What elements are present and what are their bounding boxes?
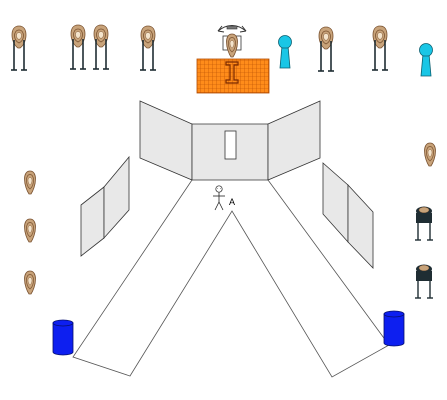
- left-wall: [80, 155, 130, 257]
- target: [424, 142, 436, 167]
- barrel-icon: [52, 319, 74, 356]
- target-with-stand: [69, 24, 87, 70]
- popper-icon: [278, 35, 292, 69]
- swinging-mover-icon: [196, 25, 270, 94]
- target: [24, 218, 36, 243]
- target-with-stand: [139, 25, 157, 71]
- target: [24, 170, 36, 195]
- popper-icon: [419, 43, 433, 77]
- steel-plate-on-stand-icon: [415, 264, 433, 299]
- target: [24, 270, 36, 295]
- right-wall: [322, 162, 374, 269]
- center-wall: [139, 100, 321, 181]
- swing-arrow-icon: [217, 25, 247, 32]
- shooter-label: A: [229, 197, 235, 207]
- steel-plate-on-stand-icon: [415, 206, 433, 241]
- stick-figure-icon: [213, 185, 225, 211]
- target-with-stand: [317, 26, 335, 72]
- target-with-stand: [371, 25, 389, 71]
- port-window: [224, 130, 237, 160]
- target-with-stand: [92, 24, 110, 70]
- target-with-stand: [10, 25, 28, 71]
- barrel-icon: [383, 310, 405, 347]
